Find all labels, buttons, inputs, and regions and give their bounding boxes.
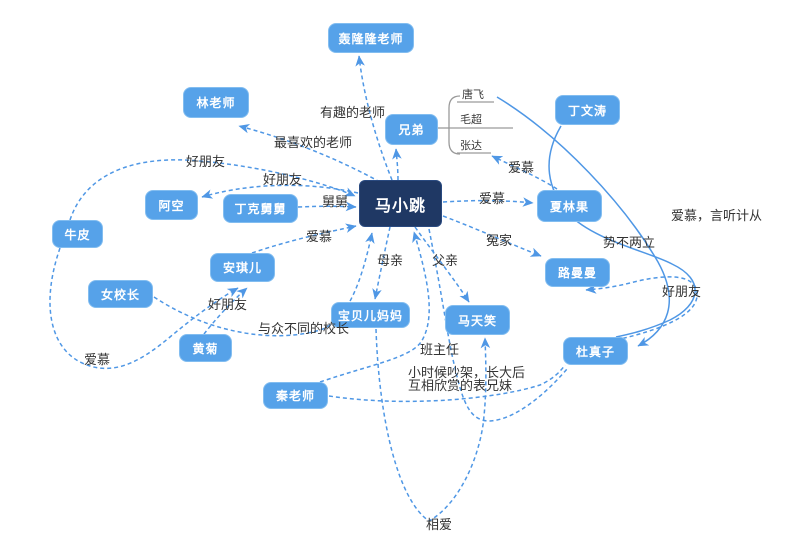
relationship-edge[interactable] <box>203 287 248 335</box>
relationship-edge[interactable] <box>496 96 671 347</box>
branch-item[interactable]: 张达 <box>460 140 482 152</box>
edge-label[interactable]: 母亲 <box>377 253 404 268</box>
relationship-edge[interactable] <box>238 123 381 183</box>
edge-label[interactable]: 爱慕，言听计从 <box>671 208 763 223</box>
graph-node[interactable]: 丁克舅舅 <box>223 194 298 223</box>
relationship-edge[interactable] <box>375 328 491 522</box>
graph-node[interactable]: 兄弟 <box>385 114 438 145</box>
relationship-edge[interactable] <box>297 201 357 212</box>
relationship-edge[interactable] <box>153 232 375 337</box>
relationship-edge[interactable] <box>491 155 558 190</box>
edge-label[interactable]: 与众不同的校长 <box>258 321 350 336</box>
edge-label[interactable]: 好朋友 <box>263 172 303 187</box>
relationship-edge[interactable] <box>392 148 402 181</box>
graph-node[interactable]: 轰隆隆老师 <box>328 23 414 53</box>
relationship-edge[interactable] <box>548 125 696 338</box>
relationship-edge[interactable] <box>328 364 566 403</box>
edge-label[interactable]: 有趣的老师 <box>320 105 386 120</box>
edge-label[interactable]: 小时候吵架，长大后 互相欣赏的表兄妹 <box>408 365 526 393</box>
relationship-edge[interactable] <box>319 231 430 383</box>
graph-node[interactable]: 马天笑 <box>445 305 510 335</box>
graph-node[interactable]: 杜真子 <box>563 337 628 365</box>
branch-connector-line <box>448 95 461 155</box>
edge-label[interactable]: 爱慕 <box>84 352 111 367</box>
graph-node[interactable]: 夏林果 <box>537 190 602 222</box>
graph-node[interactable]: 黄菊 <box>179 334 232 362</box>
graph-node[interactable]: 路曼曼 <box>545 258 610 287</box>
relationship-edge[interactable] <box>201 184 359 199</box>
relationship-edge[interactable] <box>442 197 534 207</box>
edge-label[interactable]: 爱慕 <box>479 191 506 206</box>
edge-label[interactable]: 好朋友 <box>186 154 226 169</box>
graph-node[interactable]: 宝贝儿妈妈 <box>331 302 410 328</box>
relationship-edge[interactable] <box>355 55 393 181</box>
edge-label[interactable]: 好朋友 <box>208 297 248 312</box>
graph-node[interactable]: 丁文涛 <box>555 95 620 125</box>
graph-node-main[interactable]: 马小跳 <box>359 180 442 227</box>
branch-item[interactable]: 毛超 <box>460 114 482 126</box>
relationship-edge[interactable] <box>69 159 356 221</box>
relationship-edge[interactable] <box>442 215 542 257</box>
graph-node[interactable]: 安琪儿 <box>210 253 275 282</box>
branch-item[interactable]: 唐飞 <box>462 89 484 101</box>
edge-label[interactable]: 舅舅 <box>322 194 349 209</box>
graph-node[interactable]: 林老师 <box>183 87 249 118</box>
relationship-edge[interactable] <box>585 276 698 341</box>
edge-label[interactable]: 相爱 <box>426 517 453 532</box>
edge-label[interactable]: 势不两立 <box>603 235 656 250</box>
edges <box>49 55 698 522</box>
graph-node[interactable]: 女校长 <box>88 280 153 308</box>
edge-label[interactable]: 父亲 <box>432 253 459 268</box>
graph-node[interactable]: 牛皮 <box>52 220 103 248</box>
edge-label[interactable]: 最喜欢的老师 <box>274 135 353 150</box>
graph-node[interactable]: 阿空 <box>145 190 198 220</box>
brothers-branch-lines <box>438 95 513 155</box>
edge-label[interactable]: 冤家 <box>486 233 513 248</box>
relationship-edge[interactable] <box>428 228 568 422</box>
edge-label[interactable]: 班主任 <box>420 342 460 357</box>
relationship-edge[interactable] <box>49 247 239 370</box>
relationship-edge[interactable] <box>251 223 357 254</box>
edge-label[interactable]: 爱慕 <box>306 229 333 244</box>
relationship-edge[interactable] <box>372 226 391 300</box>
edge-label[interactable]: 好朋友 <box>662 284 702 299</box>
graph-node[interactable]: 秦老师 <box>263 382 328 409</box>
edge-label[interactable]: 爱慕 <box>508 160 535 175</box>
